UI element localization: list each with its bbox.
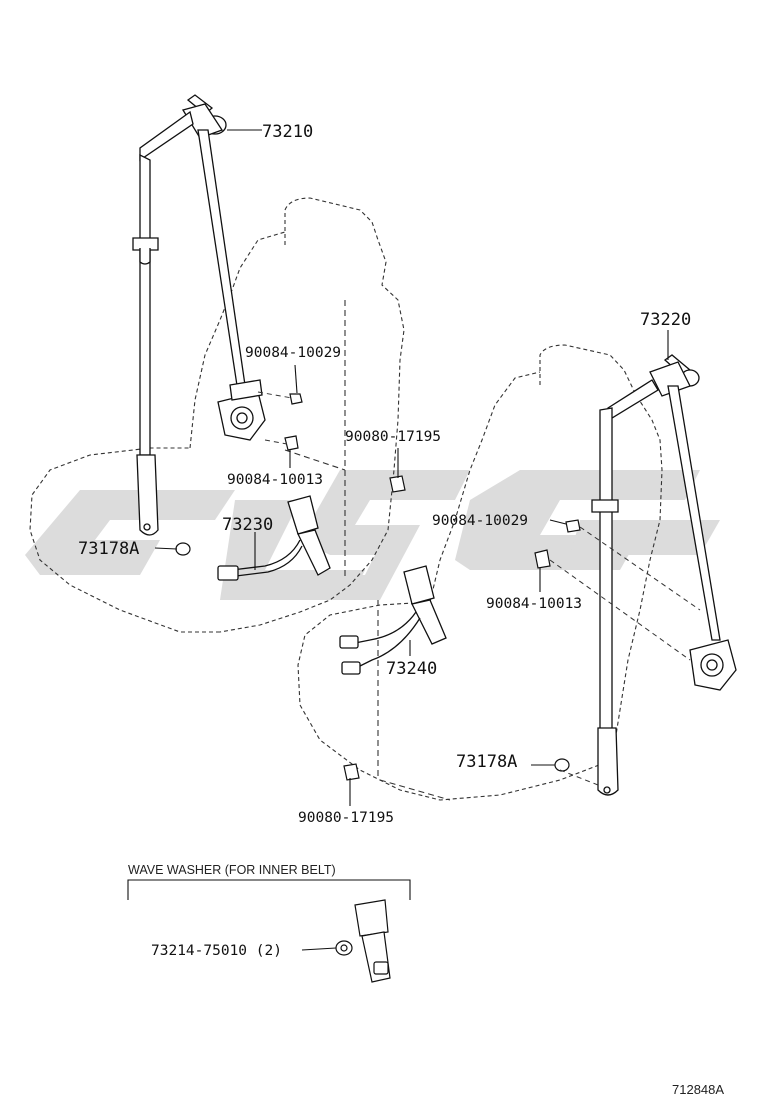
left-belt-assembly <box>132 94 266 536</box>
label-73178A-right: 73178A <box>456 752 517 772</box>
label-90084-10013-right: 90084-10013 <box>486 596 582 612</box>
figure-id: 712848A <box>672 1082 724 1097</box>
label-73220: 73220 <box>640 310 691 330</box>
label-90084-10029-right: 90084-10029 <box>432 513 528 529</box>
dashed-leaders <box>257 391 701 786</box>
left-buckle <box>217 495 331 581</box>
label-90080-17195-right: 90080-17195 <box>298 810 394 826</box>
right-buckle <box>339 565 447 675</box>
leader-lines <box>154 129 669 806</box>
right-belt-assembly <box>591 354 737 796</box>
left-bolts <box>175 393 406 556</box>
label-90084-10013-left: 90084-10013 <box>227 472 323 488</box>
inset-title: WAVE WASHER (FOR INNER BELT) <box>128 863 336 877</box>
right-bolts <box>343 519 581 781</box>
label-73240: 73240 <box>386 659 437 679</box>
washer-inset: WAVE WASHER (FOR INNER BELT) 73214-75010… <box>127 863 411 983</box>
label-90080-17195-left: 90080-17195 <box>345 429 441 445</box>
inset-buckle <box>335 899 391 983</box>
label-73230: 73230 <box>222 515 273 535</box>
right-seat-outline <box>297 344 663 801</box>
label-73178A-left: 73178A <box>78 539 139 559</box>
label-73210: 73210 <box>262 122 313 142</box>
label-73214-75010: 73214-75010 (2) <box>151 943 282 959</box>
label-90084-10029-left: 90084-10029 <box>245 345 341 361</box>
watermark-logo <box>25 470 720 600</box>
